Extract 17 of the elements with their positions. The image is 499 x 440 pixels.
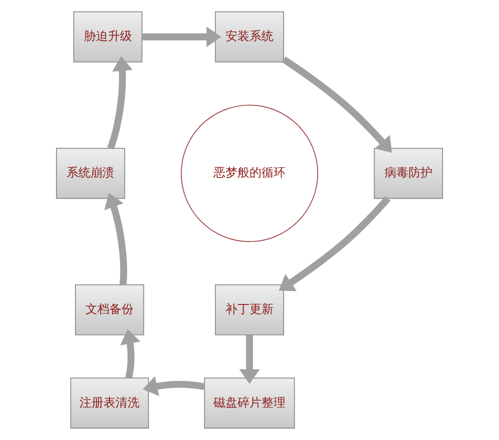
node-box: 病毒防护 [374, 148, 443, 199]
node-circle: 恶梦般的循环 [180, 104, 318, 242]
arrow [107, 56, 133, 150]
node-box: 系统崩溃 [56, 148, 126, 199]
node-box: 文档备份 [75, 284, 144, 336]
arrow [142, 376, 205, 396]
arrow [104, 192, 128, 286]
node-box: 注册表清洗 [70, 378, 149, 429]
arrow [239, 335, 260, 384]
node-box: 胁迫升级 [73, 11, 142, 62]
arrow [120, 329, 140, 379]
node-box: 补丁更新 [214, 284, 284, 336]
node-box: 安装系统 [214, 11, 284, 62]
node-box: 磁盘碎片整理 [204, 378, 295, 429]
arrow [278, 196, 391, 292]
arrow [142, 26, 222, 48]
arrow [282, 56, 392, 153]
